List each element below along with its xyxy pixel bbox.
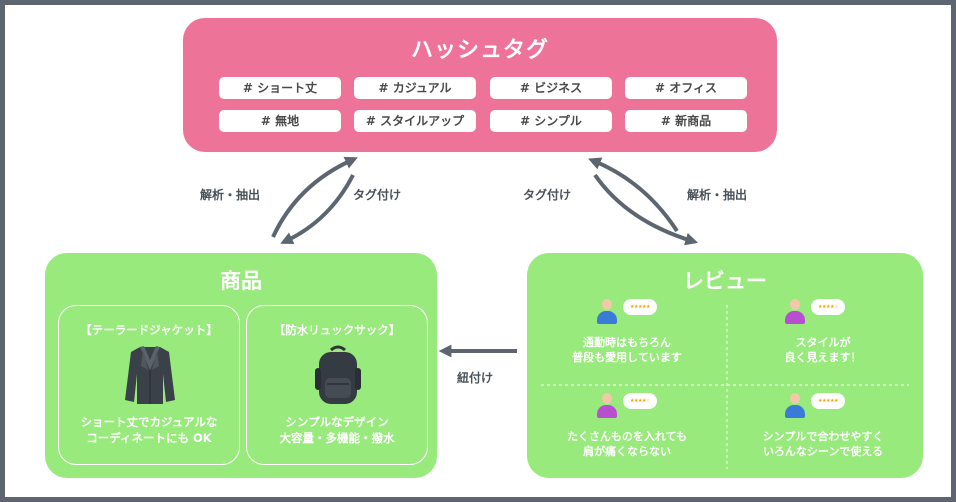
label-tagging-left: タグ付け	[353, 188, 402, 202]
hashtag-chip: # シンプル	[490, 110, 612, 132]
review-text: たくさんものを入れても	[566, 430, 688, 443]
product-card-backpack: 【防水リュックサック】 シンプルなデザイン 大容量・多機能・撥水	[246, 305, 428, 465]
hashtag-panel: ハッシュタグ # ショート丈 # カジュアル # ビジネス # オフィス # 無…	[183, 18, 777, 152]
flow-arrows	[271, 156, 699, 358]
hashtag-chip: # カジュアル	[354, 77, 476, 99]
reviewer-avatar	[785, 299, 805, 325]
rating-stars: ★★★★★	[623, 299, 657, 315]
products-title: 商品	[220, 269, 262, 293]
rating-stars: ★★★★★	[811, 393, 845, 409]
product-desc: 大容量・多機能・撥水	[279, 431, 395, 445]
reviews-title: レビュー	[683, 269, 767, 293]
hashtag-chip: # ショート丈	[219, 77, 341, 99]
backpack-icon	[315, 345, 361, 404]
right-arrow-up	[588, 157, 679, 233]
reviewer-avatar	[597, 299, 617, 325]
review-text: 良く見えます！	[784, 351, 862, 364]
hashtag-chip: # オフィス	[625, 77, 747, 99]
label-analyze-right: 解析・抽出	[687, 188, 748, 202]
label-analyze-left: 解析・抽出	[200, 188, 261, 202]
reviewer-avatar	[597, 393, 617, 419]
review-text: 通勤時はもちろん	[583, 336, 671, 349]
products-panel: 商品 【テーラードジャケット】 ショート丈でカジュアルな コーディネートにも O…	[45, 253, 437, 478]
product-card-jacket: 【テーラードジャケット】 ショート丈でカジュアルな コーディネートにも OK	[58, 305, 240, 465]
left-arrow-down	[280, 174, 355, 245]
review-text: シンプルで合わせやすく	[762, 430, 884, 443]
hashtag-chip: # 無地	[219, 110, 341, 132]
product-desc: シンプルなデザイン	[285, 415, 389, 429]
review-dividers	[541, 305, 909, 469]
right-arrow-down	[593, 173, 699, 246]
rating-stars: ★★★★☆	[623, 393, 657, 409]
hashtag-chip: # 新商品	[625, 110, 747, 132]
reviewer-avatar	[785, 393, 805, 419]
left-arrow-up	[271, 156, 358, 238]
reviews-panel: レビュー ★★★★★ 通勤時はもちろん 普段も愛用しています ★★★★☆ スタイ…	[527, 253, 923, 478]
hashtag-title: ハッシュタグ	[410, 38, 549, 63]
product-name: 【テーラードジャケット】	[80, 323, 218, 337]
review-text: いろんなシーンで使える	[762, 445, 884, 458]
jacket-icon	[125, 346, 175, 404]
label-link: 紐付け	[457, 371, 494, 385]
review-text: 普段も愛用しています	[572, 351, 682, 364]
review-text: スタイルが	[795, 336, 851, 349]
rating-stars: ★★★★☆	[811, 299, 845, 315]
review-text: 肩が痛くならない	[583, 445, 671, 458]
hashtag-chip: # ビジネス	[490, 77, 612, 99]
product-desc: ショート丈でカジュアルな	[80, 415, 218, 429]
product-desc: コーディネートにも OK	[86, 431, 212, 445]
product-name: 【防水リュックサック】	[273, 323, 401, 337]
label-tagging-right: タグ付け	[523, 188, 572, 202]
hashtag-chip: # スタイルアップ	[354, 110, 476, 132]
